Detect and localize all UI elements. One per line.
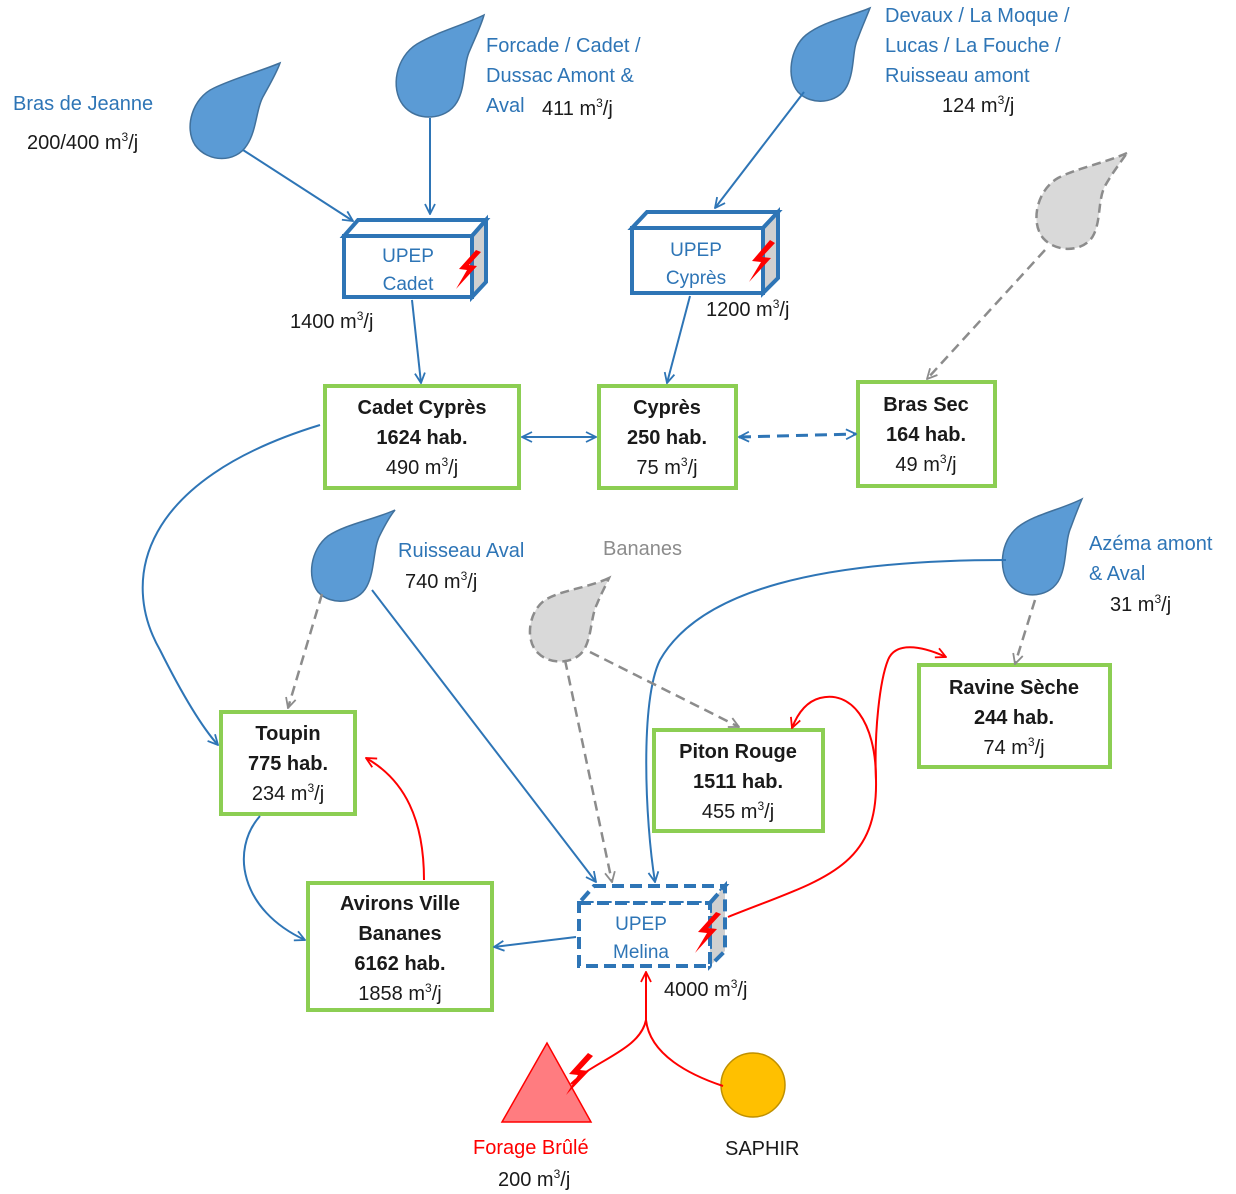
water-drop-icon — [528, 575, 612, 663]
svg-text:1858 m3/j: 1858 m3/j — [358, 981, 441, 1005]
svg-text:1511 hab.: 1511 hab. — [693, 771, 783, 793]
flow-arrow — [242, 149, 353, 221]
water-drop-icon — [189, 61, 282, 160]
supply-flow: 200 m3/j — [498, 1167, 570, 1191]
svg-text:Cyprès: Cyprès — [666, 268, 726, 289]
flow-arrow — [1015, 599, 1037, 664]
flow-arrow — [589, 650, 739, 729]
source-name: Aval — [486, 95, 525, 117]
node-cadet-cypres: Cadet Cyprès 1624 hab. 490 m3/j — [323, 384, 521, 490]
svg-text:6162 hab.: 6162 hab. — [354, 953, 445, 975]
source-flow: 740 m3/j — [405, 569, 477, 593]
flow-arrow — [366, 758, 425, 881]
svg-text:Ravine Sèche: Ravine Sèche — [949, 677, 1079, 699]
flow-arrow — [371, 589, 596, 882]
flow-arrow — [715, 91, 805, 208]
flow-arrow — [667, 295, 691, 383]
flow-arrow — [645, 1019, 724, 1087]
node-cypres: Cyprès 250 hab. 75 m3/j — [597, 384, 738, 490]
flow-arrow — [727, 646, 946, 918]
upep-flow: 4000 m3/j — [664, 977, 747, 1001]
svg-text:Bras Sec: Bras Sec — [883, 394, 969, 416]
svg-text:775 hab.: 775 hab. — [248, 753, 328, 775]
svg-text:Avirons Ville: Avirons Ville — [340, 893, 460, 915]
svg-text:234 m3/j: 234 m3/j — [252, 781, 324, 805]
flow-arrow — [927, 249, 1046, 379]
svg-text:UPEP: UPEP — [670, 240, 722, 261]
water-drop-icon — [1035, 149, 1131, 251]
flow-arrow — [411, 299, 421, 383]
flow-arrow — [570, 972, 646, 1085]
water-drop-icon — [310, 509, 396, 602]
svg-text:UPEP: UPEP — [615, 914, 667, 935]
source-name: Forcade / Cadet / — [486, 35, 641, 57]
upep-cypres: UPEP Cyprès — [627, 206, 783, 298]
flow-arrow — [242, 815, 305, 940]
triangle-icon — [500, 1041, 593, 1123]
source-name: Dussac Amont & — [486, 65, 635, 87]
flow-arrow — [645, 559, 1007, 882]
source-name: Lucas / La Fouche / — [885, 35, 1061, 57]
svg-text:Toupin: Toupin — [255, 723, 320, 745]
node-piton-rouge: Piton Rouge 1511 hab. 455 m3/j — [652, 728, 825, 833]
source-flow: 31 m3/j — [1110, 592, 1171, 616]
svg-text:250 hab.: 250 hab. — [627, 427, 707, 449]
source-name: Bananes — [603, 538, 682, 560]
flow-arrow — [288, 593, 324, 708]
svg-text:49 m3/j: 49 m3/j — [895, 452, 956, 476]
svg-text:244 hab.: 244 hab. — [974, 707, 1054, 729]
lightning-icon — [749, 240, 775, 282]
source-name: & Aval — [1089, 563, 1145, 585]
svg-text:UPEP: UPEP — [382, 246, 434, 267]
node-bras-sec: Bras Sec 164 hab. 49 m3/j — [856, 380, 997, 488]
flow-arrow — [494, 936, 577, 947]
flow-arrow — [141, 424, 321, 745]
svg-text:74 m3/j: 74 m3/j — [983, 735, 1044, 759]
upep-cadet: UPEP Cadet — [339, 214, 491, 303]
node-ravine-seche: Ravine Sèche 244 hab. 74 m3/j — [917, 663, 1112, 769]
water-drop-icon — [395, 13, 486, 118]
svg-text:490 m3/j: 490 m3/j — [386, 455, 458, 479]
source-name: Ruisseau Aval — [398, 540, 524, 562]
circle-icon — [720, 1052, 786, 1118]
source-flow: 411 m3/j — [542, 96, 613, 120]
svg-text:Melina: Melina — [613, 942, 669, 963]
lightning-icon — [566, 1053, 593, 1095]
svg-text:164 hab.: 164 hab. — [886, 424, 966, 446]
flow-arrow — [563, 659, 612, 882]
svg-text:1624 hab.: 1624 hab. — [376, 427, 467, 449]
upep-flow: 1200 m3/j — [706, 297, 789, 321]
svg-text:Bananes: Bananes — [358, 923, 441, 945]
upep-flow: 1400 m3/j — [290, 309, 373, 333]
source-flow: 200/400 m3/j — [27, 130, 138, 154]
svg-text:Cadet: Cadet — [383, 274, 434, 295]
svg-text:Cadet Cyprès: Cadet Cyprès — [358, 397, 487, 419]
node-toupin: Toupin 775 hab. 234 m3/j — [219, 710, 357, 816]
upep-melina: UPEP Melina — [574, 880, 730, 971]
source-name: Azéma amont — [1089, 533, 1213, 555]
svg-text:Cyprès: Cyprès — [633, 397, 701, 419]
source-name: Ruisseau amont — [885, 65, 1030, 87]
source-flow: 124 m3/j — [942, 93, 1014, 117]
svg-text:75 m3/j: 75 m3/j — [636, 455, 697, 479]
lightning-icon — [695, 912, 721, 953]
source-name: Devaux / La Moque / — [885, 5, 1070, 27]
supply-name: Forage Brûlé — [473, 1137, 589, 1159]
source-name: Bras de Jeanne — [13, 93, 153, 115]
water-drop-icon — [790, 6, 872, 102]
node-avirons: Avirons Ville Bananes 6162 hab. 1858 m3/… — [306, 881, 494, 1012]
supply-name: SAPHIR — [725, 1138, 799, 1160]
water-drop-icon — [1001, 497, 1084, 596]
svg-text:Piton Rouge: Piton Rouge — [679, 741, 797, 763]
lightning-icon — [456, 250, 481, 289]
svg-text:455 m3/j: 455 m3/j — [702, 799, 774, 823]
flow-arrow — [792, 695, 877, 781]
flow-arrow — [739, 434, 856, 437]
